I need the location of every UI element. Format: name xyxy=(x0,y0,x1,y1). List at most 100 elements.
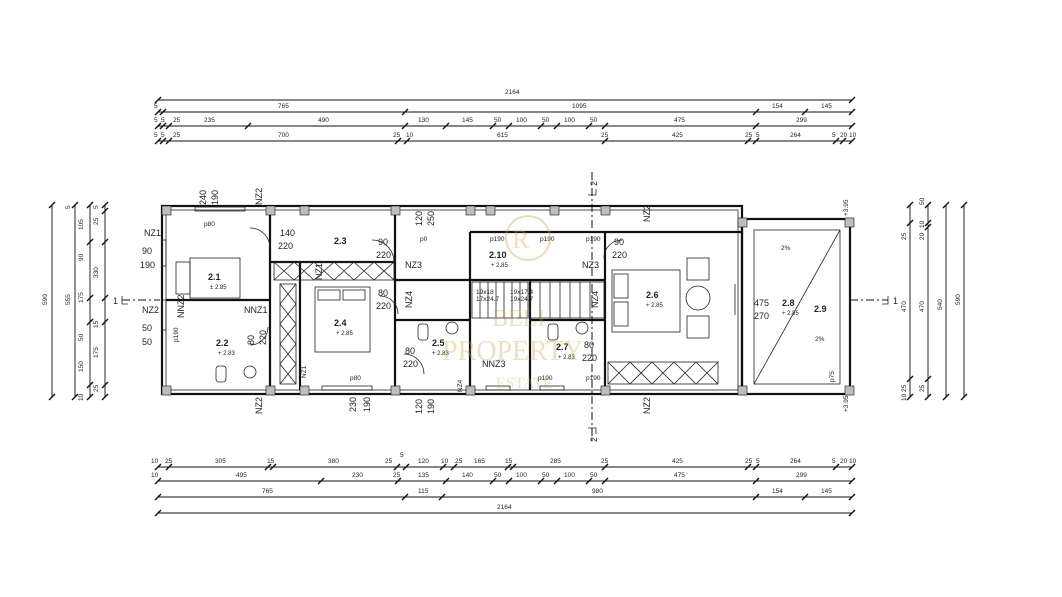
dim-b3-3: 154 xyxy=(772,488,783,495)
tag-p80-b: p80 xyxy=(350,375,361,382)
tag-nnz1: NNZ1 xyxy=(244,305,268,315)
room-labels: 2.1 ± 2.85 2.2 + 2.83 2.3 2.4 + 2.85 2.5… xyxy=(208,236,827,361)
room-2-1-level: ± 2.85 xyxy=(210,285,227,291)
dim-r-5: 10 xyxy=(919,220,926,228)
dim-t1-2: 1095 xyxy=(572,103,587,110)
dim-l-5: 90 xyxy=(78,253,85,261)
dim-b2-2: 230 xyxy=(352,472,363,479)
tag-nz2-a: NZ2 xyxy=(142,305,159,315)
dim-t2-3: 235 xyxy=(204,117,215,124)
slope-2: 2% xyxy=(815,336,825,343)
dim-b1-17: 264 xyxy=(790,458,801,465)
dim-r-3: 50 xyxy=(919,197,926,205)
dim-b2-5: 140 xyxy=(462,472,473,479)
tag-nz2-c: NZ2 xyxy=(642,205,652,222)
tag-p190-d: p190 xyxy=(538,375,553,382)
op-120-a: 120 xyxy=(414,211,424,226)
dim-b2-7: 100 xyxy=(516,472,527,479)
room-2-7-level: + 2.83 xyxy=(558,355,576,361)
dim-t3-3: 700 xyxy=(278,132,289,139)
dim-t2-1: 5 xyxy=(161,117,165,124)
dim-b2-0: 10 xyxy=(151,472,159,479)
dim-t3-13: 20 xyxy=(840,132,848,139)
op-270: 270 xyxy=(754,311,769,321)
dim-t3-6: 615 xyxy=(497,132,508,139)
dim-t2-2: 25 xyxy=(173,117,181,124)
room-2-5-id: 2.5 xyxy=(432,338,445,348)
tag-nz4-a: NZ4 xyxy=(404,291,414,308)
tag-nz2-d: NZ2 xyxy=(254,397,264,414)
dim-b1-10: 165 xyxy=(474,458,485,465)
dim-t3-1: 5 xyxy=(161,132,165,139)
room-2-8-id: 2.8 xyxy=(782,298,795,308)
dim-t2-4: 490 xyxy=(318,117,329,124)
columns xyxy=(161,205,855,396)
dim-t2-6: 145 xyxy=(462,117,473,124)
dim-t2-13: 299 xyxy=(796,117,807,124)
dim-r-9: 10 xyxy=(901,393,908,401)
op-140: 140 xyxy=(280,228,295,238)
dim-top-total: 2164 xyxy=(505,89,520,96)
room-2-4-id: 2.4 xyxy=(334,318,347,328)
dim-t3-5: 10 xyxy=(406,132,414,139)
section-2-bottom: 2 xyxy=(589,437,599,442)
slope-1: 2% xyxy=(781,245,791,252)
tag-p190-b: p190 xyxy=(540,236,555,243)
dim-t2-10: 100 xyxy=(564,117,575,124)
dim-l-2: 5 xyxy=(65,205,72,209)
dim-t2-8: 100 xyxy=(516,117,527,124)
room-2-1-id: 2.1 xyxy=(208,272,221,282)
dim-b1-9: 25 xyxy=(455,458,463,465)
dim-b1-13: 25 xyxy=(601,458,609,465)
room-2-6-id: 2.6 xyxy=(646,290,659,300)
op-190-a: 190 xyxy=(210,190,220,205)
dim-t3-0: 5 xyxy=(154,132,158,139)
watermark-line3: ESTATE xyxy=(496,375,553,392)
dim-l-14: 5 xyxy=(93,205,100,209)
section-markers: 1 1 2 2 xyxy=(113,172,898,442)
op-90-b: 90 xyxy=(378,237,388,247)
tag-nz4-b: NZ4 xyxy=(590,291,600,308)
dim-t3-14: 10 xyxy=(849,132,857,139)
dim-t1-0: 5 xyxy=(154,103,158,110)
tag-p190-c: p190 xyxy=(586,236,601,243)
op-80-a: 80 xyxy=(378,288,388,298)
furniture xyxy=(161,206,736,391)
op-50-a: 50 xyxy=(142,323,152,333)
dim-b2-3: 25 xyxy=(393,472,401,479)
tag-nz3-a: NZ3 xyxy=(405,260,422,270)
dim-b2-11: 475 xyxy=(674,472,685,479)
dim-b1-16: 5 xyxy=(756,458,760,465)
tag-p80-a: p80 xyxy=(204,221,215,228)
dim-b2-12: 299 xyxy=(796,472,807,479)
op-80-c: 80 xyxy=(405,346,415,356)
op-220-a: 220 xyxy=(278,241,293,251)
dim-l-3: 105 xyxy=(78,219,85,230)
op-220-c: 220 xyxy=(376,301,391,311)
dim-b1-11: 15 xyxy=(505,458,513,465)
dim-b1-6: 5 xyxy=(400,452,404,459)
dim-b2-10: 50 xyxy=(590,472,598,479)
elevation-top: +3.95 xyxy=(843,199,850,216)
dim-b1-14: 425 xyxy=(672,458,683,465)
room-2-6-level: + 2.85 xyxy=(646,303,664,309)
dim-t2-11: 50 xyxy=(590,117,598,124)
dim-t2-7: 50 xyxy=(494,117,502,124)
dim-b2-8: 50 xyxy=(542,472,550,479)
op-80-b: 80 xyxy=(246,335,256,345)
watermark-logo: R BELI PROPERTY ESTATE xyxy=(442,215,583,392)
dim-b1-15: 25 xyxy=(745,458,753,465)
watermark-line1: BELI xyxy=(492,306,545,332)
dim-t3-2: 25 xyxy=(173,132,181,139)
dim-l-13: 10 xyxy=(78,393,85,401)
dim-t3-8: 425 xyxy=(672,132,683,139)
dim-l-4: 25 xyxy=(93,217,100,225)
dim-b1-5: 25 xyxy=(385,458,393,465)
dim-t3-12: 5 xyxy=(832,132,836,139)
dim-b2-1: 495 xyxy=(236,472,247,479)
room-2-10-id: 2.10 xyxy=(489,250,507,260)
dim-b2-4: 135 xyxy=(418,472,429,479)
dim-b1-8: 10 xyxy=(441,458,449,465)
op-50-b: 50 xyxy=(142,337,152,347)
